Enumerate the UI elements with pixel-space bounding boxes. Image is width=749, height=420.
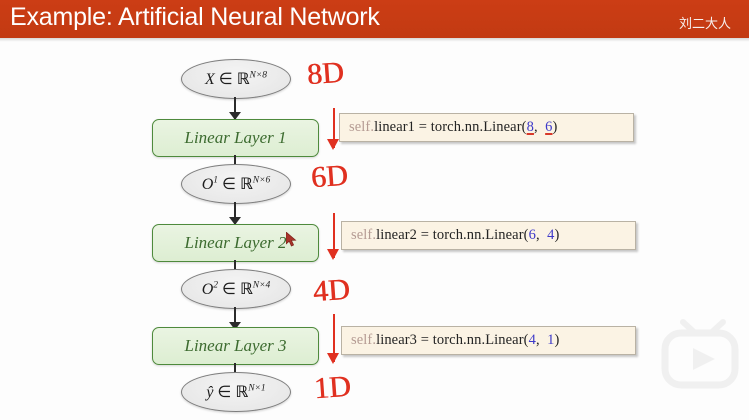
slide-header-bar: Example: Artificial Neural Network 刘二大人 xyxy=(0,0,749,38)
watermark-logo-icon xyxy=(657,316,743,392)
page-title: Example: Artificial Neural Network xyxy=(10,3,380,31)
node-o1: O1∈ℝN×6 xyxy=(181,164,291,204)
layer-box-2[interactable]: Linear Layer 2 xyxy=(152,224,319,262)
layer-box-2-label: Linear Layer 2 xyxy=(184,233,287,252)
author-label: 刘二大人 xyxy=(678,16,731,31)
code-box-3-text: self.linear3 = torch.nn.Linear(4, 1) xyxy=(351,332,560,348)
layer-box-1[interactable]: Linear Layer 1 xyxy=(152,119,319,157)
node-o2-label: O2∈ℝN×4 xyxy=(201,279,271,298)
layer-box-3-label: Linear Layer 3 xyxy=(184,336,287,355)
marker-arrow-1 xyxy=(327,108,341,150)
node-input: X∈ℝN×8 xyxy=(181,59,291,99)
annotation-4d: 4D xyxy=(311,272,351,309)
code-box-2-text: self.linear2 = torch.nn.Linear(6, 4) xyxy=(351,227,560,243)
code-box-2: self.linear2 = torch.nn.Linear(6, 4) xyxy=(341,221,636,250)
layer-box-1-label: Linear Layer 1 xyxy=(184,128,287,147)
marker-arrow-2 xyxy=(327,213,341,260)
node-output: ŷ∈ℝN×1 xyxy=(181,372,291,412)
arrow-input-to-layer1 xyxy=(229,97,241,120)
annotation-1d: 1D xyxy=(312,369,352,406)
node-o1-label: O1∈ℝN×6 xyxy=(201,174,271,193)
node-input-label: X∈ℝN×8 xyxy=(204,69,268,88)
slide-canvas: X∈ℝN×8 Linear Layer 1 O1∈ℝN×6 Linear Lay… xyxy=(0,42,749,420)
annotation-8d: 8D xyxy=(305,55,345,92)
arrow-o2-to-layer3 xyxy=(229,307,241,330)
code-box-1: self.linear1 = torch.nn.Linear(8, 6) xyxy=(339,113,634,142)
node-output-label: ŷ∈ℝN×1 xyxy=(206,382,266,401)
annotation-6d: 6D xyxy=(309,158,349,195)
arrow-o1-to-layer2 xyxy=(229,202,241,225)
code-box-1-text: self.linear1 = torch.nn.Linear(8, 6) xyxy=(349,119,558,135)
header-shadow xyxy=(0,38,749,42)
marker-arrow-3 xyxy=(327,314,341,364)
mouse-cursor xyxy=(285,231,298,247)
node-o2: O2∈ℝN×4 xyxy=(181,269,291,309)
code-box-3: self.linear3 = torch.nn.Linear(4, 1) xyxy=(341,326,636,355)
layer-box-3[interactable]: Linear Layer 3 xyxy=(152,327,319,365)
